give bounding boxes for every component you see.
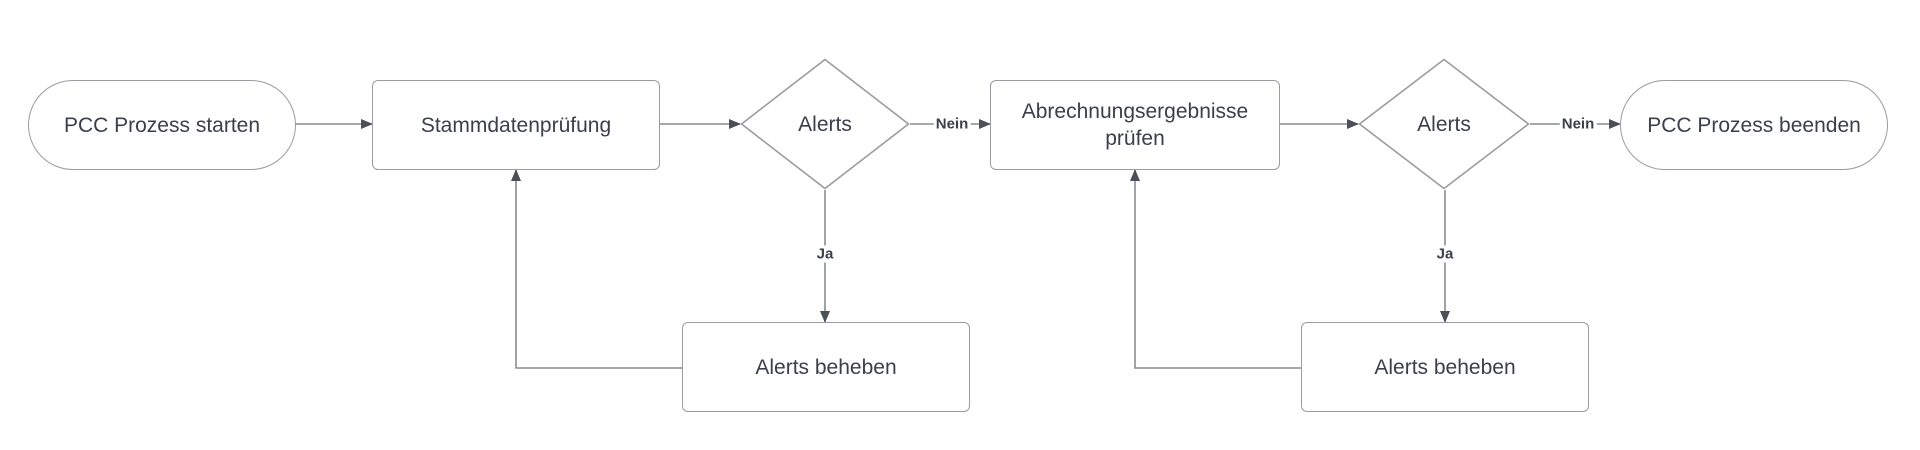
alerts-beheben-node-2[interactable]: Alerts beheben	[1301, 322, 1589, 412]
stammdatenpruefung-node[interactable]: Stammdatenprüfung	[372, 80, 660, 170]
connector-fix-2-back-to-abrechnung	[1130, 169, 1301, 369]
start-node[interactable]: PCC Prozess starten	[28, 80, 296, 170]
edge-label-nein-1: Nein	[933, 115, 971, 133]
edge-label-ja-1: Ja	[814, 245, 836, 263]
alerts-decision-1[interactable]: Alerts	[740, 58, 910, 190]
edge-label-nein-2: Nein	[1559, 115, 1597, 133]
end-node[interactable]: PCC Prozess beenden	[1620, 80, 1888, 170]
start-node-label: PCC Prozess starten	[63, 113, 261, 137]
stammdatenpruefung-label: Stammdatenprüfung	[420, 113, 612, 137]
decision-diamond-shape	[740, 58, 910, 190]
abrechnungsergebnisse-node[interactable]: Abrechnungsergebnisse prüfen	[990, 80, 1280, 170]
alerts-beheben-node-1[interactable]: Alerts beheben	[682, 322, 970, 412]
alerts-decision-2[interactable]: Alerts	[1358, 58, 1530, 190]
abrechnungsergebnisse-label: Abrechnungsergebnisse prüfen	[1021, 100, 1249, 150]
alerts-beheben-label-1: Alerts beheben	[755, 355, 897, 379]
alerts-beheben-label-2: Alerts beheben	[1374, 355, 1516, 379]
end-node-label: PCC Prozess beenden	[1647, 113, 1861, 137]
edge-label-ja-2: Ja	[1434, 245, 1456, 263]
alerts-decision-2-label: Alerts	[1417, 112, 1471, 136]
connector-fix-1-back-to-stammdaten	[511, 169, 682, 369]
decision-diamond-shape	[1358, 58, 1530, 190]
alerts-decision-1-label: Alerts	[798, 112, 852, 136]
